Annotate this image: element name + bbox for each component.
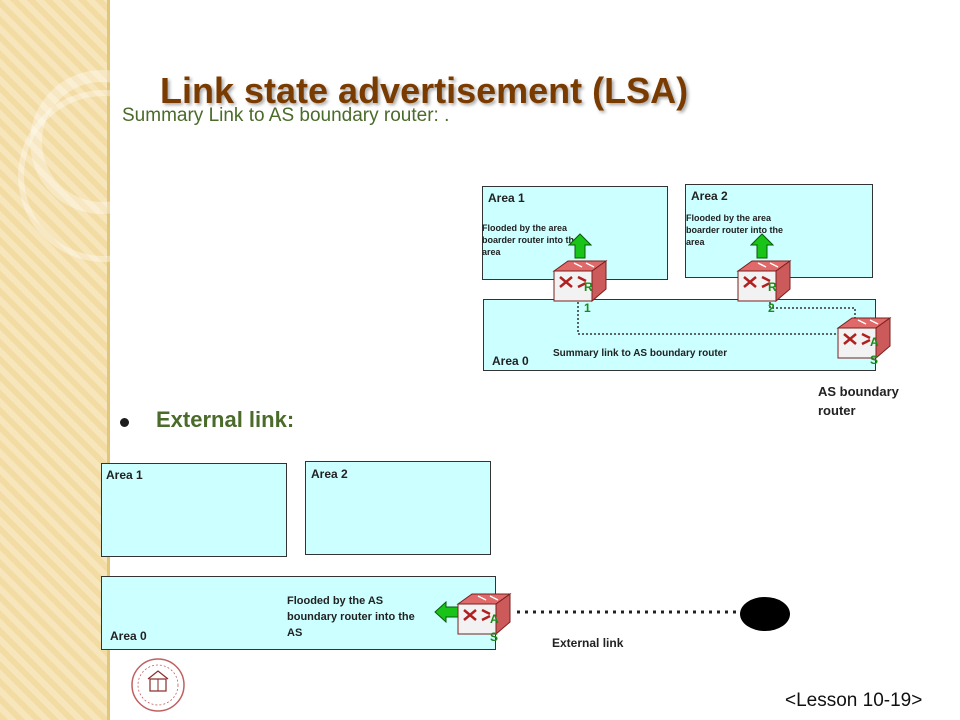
up-arrow-icon (750, 233, 774, 259)
bullet-dot (120, 418, 129, 427)
bottom-as-letter-a: A (490, 612, 499, 626)
bottom-area2-label: Area 2 (311, 467, 348, 481)
router-icon (836, 317, 892, 360)
sidebar-edge (107, 0, 110, 720)
decor-ring (18, 90, 190, 262)
bottom-as-letter-s: S (490, 630, 499, 644)
as-boundary-caption: AS boundary router (818, 382, 899, 420)
external-link-dotted-line (517, 610, 741, 614)
top-area1-label: Area 1 (488, 191, 525, 205)
slide-subtitle: Summary Link to AS boundary router: . (122, 105, 450, 126)
top-as-letter-s: S (870, 353, 879, 367)
up-arrow-icon (568, 233, 592, 259)
external-link-label: External link (552, 636, 624, 650)
summary-link-dotted-path (577, 302, 856, 335)
bottom-area1-label: Area 1 (106, 468, 143, 482)
bottom-area0-box (101, 576, 496, 650)
r1-letter-r: R (584, 280, 593, 294)
top-area1-note: Flooded by the area boarder router into … (482, 223, 580, 257)
top-as-letter-a: A (870, 335, 879, 349)
top-area2-label: Area 2 (691, 189, 728, 203)
external-network-cloud (740, 597, 790, 631)
logo-seal (131, 658, 185, 712)
top-area0-label: Area 0 (492, 354, 529, 368)
r2-letter-2: 2 (768, 301, 775, 315)
top-area0-box (483, 299, 876, 371)
as-boundary-caption-line1: AS boundary (818, 384, 899, 399)
as-boundary-caption-line2: router (818, 403, 856, 418)
lesson-footer: <Lesson 10-19> (785, 690, 923, 711)
bottom-area2-box (305, 461, 491, 555)
router-icon (552, 260, 608, 303)
bottom-area1-box (101, 463, 287, 557)
router-icon (736, 260, 792, 303)
bottom-flood-text: Flooded by the AS boundary router into t… (287, 595, 415, 639)
router-icon (456, 593, 512, 636)
top-area2-note: Flooded by the area boarder router into … (686, 213, 784, 247)
slide-title: Link state advertisement (LSA) (160, 70, 689, 111)
r1-letter-1: 1 (584, 301, 591, 315)
r2-letter-r: R (768, 280, 777, 294)
top-summary-text: Summary link to AS boundary router (553, 348, 728, 359)
bullet-external-link: External link: (156, 407, 295, 432)
bottom-area0-label: Area 0 (110, 629, 147, 643)
